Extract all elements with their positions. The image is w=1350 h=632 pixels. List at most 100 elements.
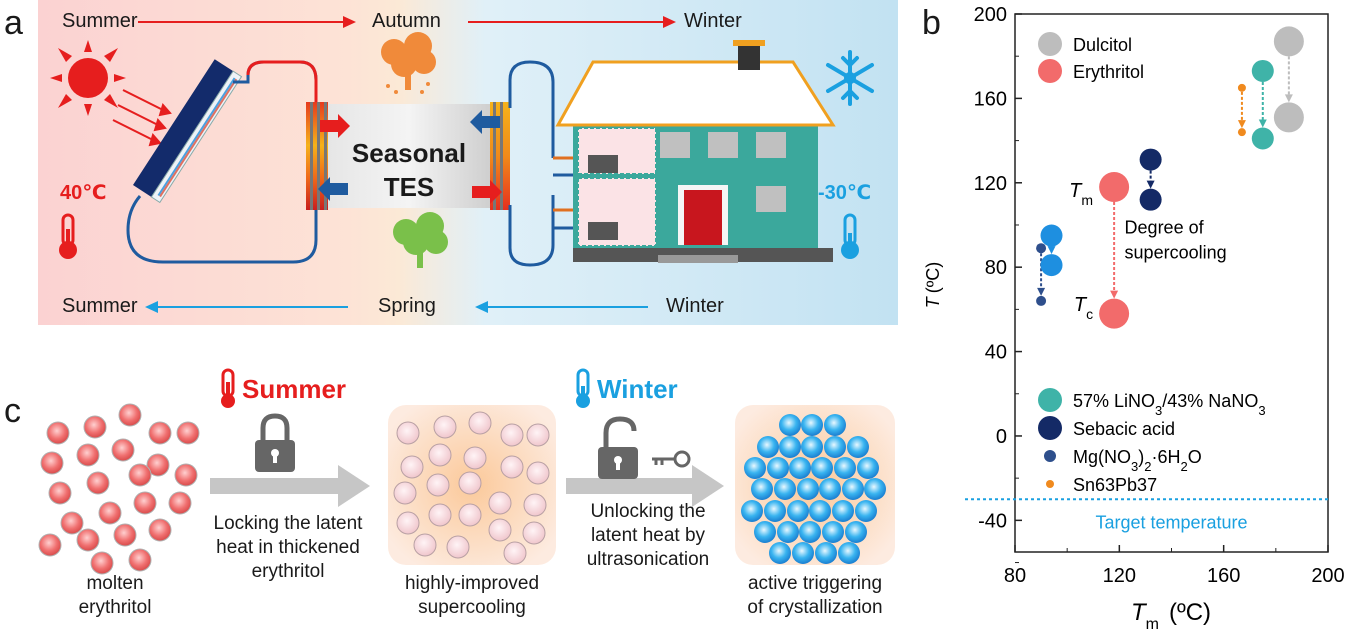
snowflake-icon <box>826 50 874 106</box>
supercooling-annotation-line1: Degree of <box>1125 217 1205 237</box>
particle <box>824 414 846 436</box>
particle <box>76 443 100 467</box>
unlocking-line-2: latent heat by <box>590 525 706 546</box>
particle <box>789 457 811 479</box>
particle <box>396 421 420 445</box>
particle <box>433 415 457 439</box>
spring-tree-icon <box>393 212 448 268</box>
locking-line-1: Locking the latent <box>213 513 363 534</box>
season-summer-bottom: Summer <box>62 295 138 317</box>
particle <box>801 436 823 458</box>
y-tick-label: 80 <box>985 257 1007 279</box>
supercooling-arrowhead <box>1047 246 1056 255</box>
season-autumn-top: Autumn <box>372 10 441 32</box>
particle <box>757 436 779 458</box>
particle <box>792 542 814 564</box>
tm-annotation: Tm <box>1069 180 1093 208</box>
y-tick-label: 160 <box>974 88 1007 110</box>
particle <box>834 457 856 479</box>
point-melting <box>1036 243 1047 254</box>
legend-marker <box>1038 32 1062 56</box>
winter-thermometer-icon <box>576 368 590 408</box>
particle <box>113 523 137 547</box>
particle <box>864 478 886 500</box>
particle <box>428 443 452 467</box>
particle <box>809 500 831 522</box>
improved-line-2: supercooling <box>418 597 526 618</box>
hot-temperature-label: 40℃ <box>60 182 107 204</box>
sun-icon <box>50 40 126 116</box>
particle <box>751 478 773 500</box>
x-tick-label: 80 <box>1004 565 1026 587</box>
particle <box>400 455 424 479</box>
particle <box>799 521 821 543</box>
solar-collector <box>133 59 243 204</box>
supercooling-annotation-line2: supercooling <box>1125 242 1227 262</box>
particle <box>40 451 64 475</box>
summer-title: Summer <box>242 374 347 404</box>
point-melting <box>1273 26 1304 57</box>
legend-marker <box>1038 416 1062 440</box>
panel-c-illustration <box>38 368 895 575</box>
legend-label: Dulcitol <box>1073 35 1132 55</box>
particle <box>855 500 877 522</box>
supercooling-arrowhead <box>1146 180 1155 189</box>
particle <box>779 436 801 458</box>
particle <box>458 503 482 527</box>
particle <box>801 414 823 436</box>
point-crystallization <box>1139 188 1162 211</box>
particle <box>76 528 100 552</box>
particle <box>857 457 879 479</box>
legend-marker <box>1038 388 1062 412</box>
particle <box>815 542 837 564</box>
thermometer-hot-icon <box>59 213 77 259</box>
winter-title: Winter <box>597 374 678 404</box>
molten-erythritol-label: molten erythritol <box>40 572 190 620</box>
supercooling-arrowhead <box>1284 94 1293 103</box>
summer-process-arrow <box>210 465 370 507</box>
particle <box>500 423 524 447</box>
particle <box>797 478 819 500</box>
particle <box>128 463 152 487</box>
winter-process-arrow <box>566 465 724 507</box>
molten-erythritol-particles <box>38 403 200 575</box>
particle <box>764 500 786 522</box>
sun-rays-icon <box>112 89 172 147</box>
y-tick-label: 40 <box>985 342 1007 364</box>
particle <box>426 473 450 497</box>
particle <box>98 501 122 525</box>
molten-line-2: erythritol <box>78 597 152 618</box>
point-crystallization <box>1251 127 1274 150</box>
supercooling-arrowhead <box>1110 290 1119 299</box>
legend-marker <box>1044 450 1056 462</box>
particle <box>526 423 550 447</box>
summer-thermometer-icon <box>221 368 235 408</box>
particle <box>847 436 869 458</box>
particle <box>811 457 833 479</box>
supercooling-arrowhead <box>1037 287 1046 296</box>
particle <box>526 461 550 485</box>
y-tick-label: 120 <box>974 173 1007 195</box>
particle <box>500 455 524 479</box>
unlocked-padlock-icon <box>598 416 638 479</box>
particle <box>86 471 110 495</box>
season-summer-top: Summer <box>62 10 138 32</box>
particle <box>90 551 114 575</box>
x-tick-label: 160 <box>1207 565 1240 587</box>
point-crystallization <box>1273 102 1304 133</box>
target-temperature-label: Target temperature <box>1095 512 1247 532</box>
particle <box>832 500 854 522</box>
particle <box>824 436 846 458</box>
season-spring-bottom: Spring <box>378 295 436 317</box>
active-line-1: active triggering <box>747 573 883 594</box>
particle <box>176 421 200 445</box>
particle <box>128 548 152 572</box>
supercooling-arrowhead <box>1258 119 1267 128</box>
particle <box>767 457 789 479</box>
locking-line-3: erythritol <box>251 561 325 582</box>
particle <box>133 491 157 515</box>
particle <box>111 438 135 462</box>
legend-marker <box>1046 480 1054 488</box>
improved-supercooling-label: highly-improved supercooling <box>382 572 562 620</box>
point-melting <box>1099 172 1130 203</box>
